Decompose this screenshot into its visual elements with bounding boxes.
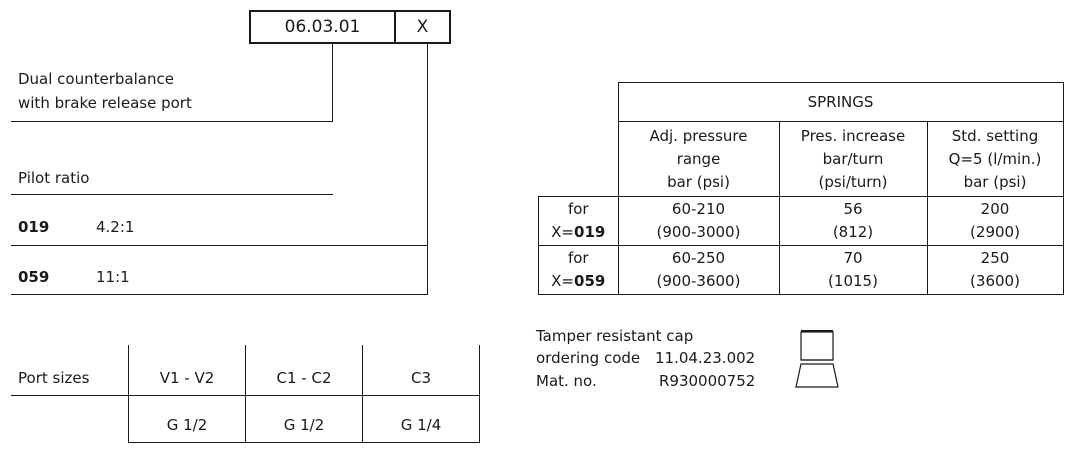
springs-row-label: for X=019: [538, 196, 619, 246]
pilot-option-ratio: 4.2:1: [96, 218, 135, 236]
description-line2: with brake release port: [18, 94, 192, 112]
port-header: V1 - V2: [159, 369, 215, 387]
cap-title: Tamper resistant cap: [536, 327, 694, 345]
leader-suffix-vertical: [427, 44, 428, 295]
springs-row-label: for X=059: [538, 245, 619, 295]
leader-main-horizontal: [11, 121, 333, 122]
port-value: G 1/4: [400, 416, 442, 434]
pilot-divider-top: [11, 194, 333, 195]
code-main: 06.03.01: [284, 17, 361, 37]
springs-cell: 70(1015): [778, 245, 928, 295]
cap-icon: [795, 330, 839, 388]
cap-mat-label: Mat. no.: [536, 372, 597, 390]
springs-cell: 60-250(900-3600): [617, 245, 780, 295]
port-col-separator: [128, 345, 129, 443]
port-header: C3: [410, 369, 432, 387]
port-col-separator: [479, 345, 480, 443]
cap-ordering-label: ordering code: [536, 349, 641, 367]
springs-cell: 60-210(900-3000): [617, 196, 780, 246]
port-divider-bottom: [128, 442, 480, 443]
cap-ordering-code: 11.04.23.002: [655, 349, 756, 367]
springs-row: for X=019 60-210(900-3000) 56(812) 200(2…: [538, 196, 1064, 246]
cap-mat-no: R930000752: [659, 372, 756, 390]
pilot-option-ratio: 11:1: [96, 268, 130, 286]
code-box-main: 06.03.01: [249, 10, 396, 44]
port-header: C1 - C2: [276, 369, 332, 387]
port-col-separator: [362, 345, 363, 443]
springs-title: SPRINGS: [617, 82, 1064, 122]
pilot-ratio-label: Pilot ratio: [18, 169, 90, 187]
code-box-suffix: X: [394, 10, 451, 44]
springs-cell: 56(812): [778, 196, 928, 246]
pilot-option-code: 019: [18, 218, 50, 236]
port-value: G 1/2: [283, 416, 325, 434]
code-suffix: X: [416, 17, 429, 37]
port-col-separator: [245, 345, 246, 443]
springs-cell: 200(2900): [926, 196, 1064, 246]
port-sizes-label: Port sizes: [18, 369, 90, 387]
leader-main-vertical: [332, 44, 333, 122]
pilot-option-code: 059: [18, 268, 50, 286]
pilot-divider-bottom: [11, 294, 428, 295]
springs-cell: 250(3600): [926, 245, 1064, 295]
springs-row: for X=059 60-250(900-3600) 70(1015) 250(…: [538, 245, 1064, 295]
pilot-divider-middle: [11, 245, 428, 246]
description-line1: Dual counterbalance: [18, 70, 174, 88]
port-value: G 1/2: [166, 416, 208, 434]
